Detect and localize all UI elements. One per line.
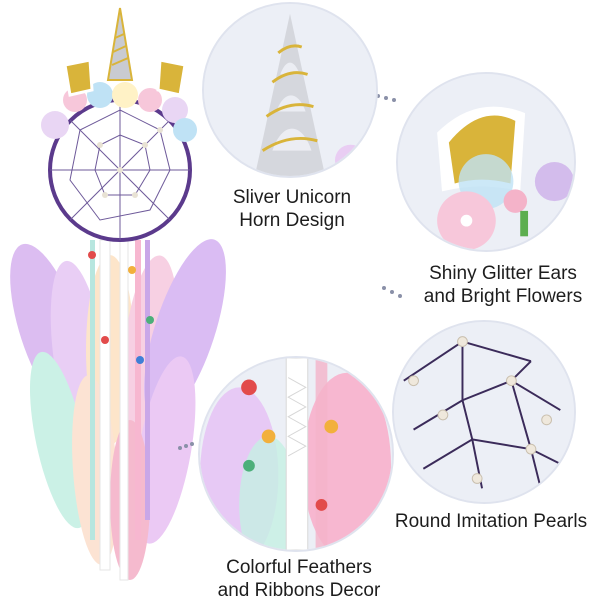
caption-feathers: Colorful Feathers and Ribbons Decor	[214, 556, 384, 602]
caption-feathers-line-1: Colorful Feathers	[226, 557, 372, 578]
ears-detail-circle	[396, 72, 576, 252]
caption-ears-line-2: and Bright Flowers	[423, 286, 583, 307]
caption-pearls-line-1: Round Imitation Pearls	[394, 511, 588, 532]
horn-detail-circle	[202, 2, 378, 178]
caption-horn-line-1: Sliver Unicorn	[232, 187, 352, 208]
dreamcatcher-illustration	[10, 7, 226, 581]
caption-horn-line-2: Horn Design	[239, 210, 345, 231]
feathers-detail-circle	[198, 356, 394, 552]
caption-feathers-line-2: and Ribbons Decor	[217, 580, 381, 601]
caption-pearls: Round Imitation Pearls	[392, 510, 590, 533]
caption-horn: Sliver Unicorn Horn Design	[222, 186, 362, 232]
caption-ears: Shiny Glitter Ears and Bright Flowers	[418, 262, 588, 308]
caption-ears-line-1: Shiny Glitter Ears	[429, 263, 577, 284]
pearls-detail-circle	[392, 320, 576, 504]
